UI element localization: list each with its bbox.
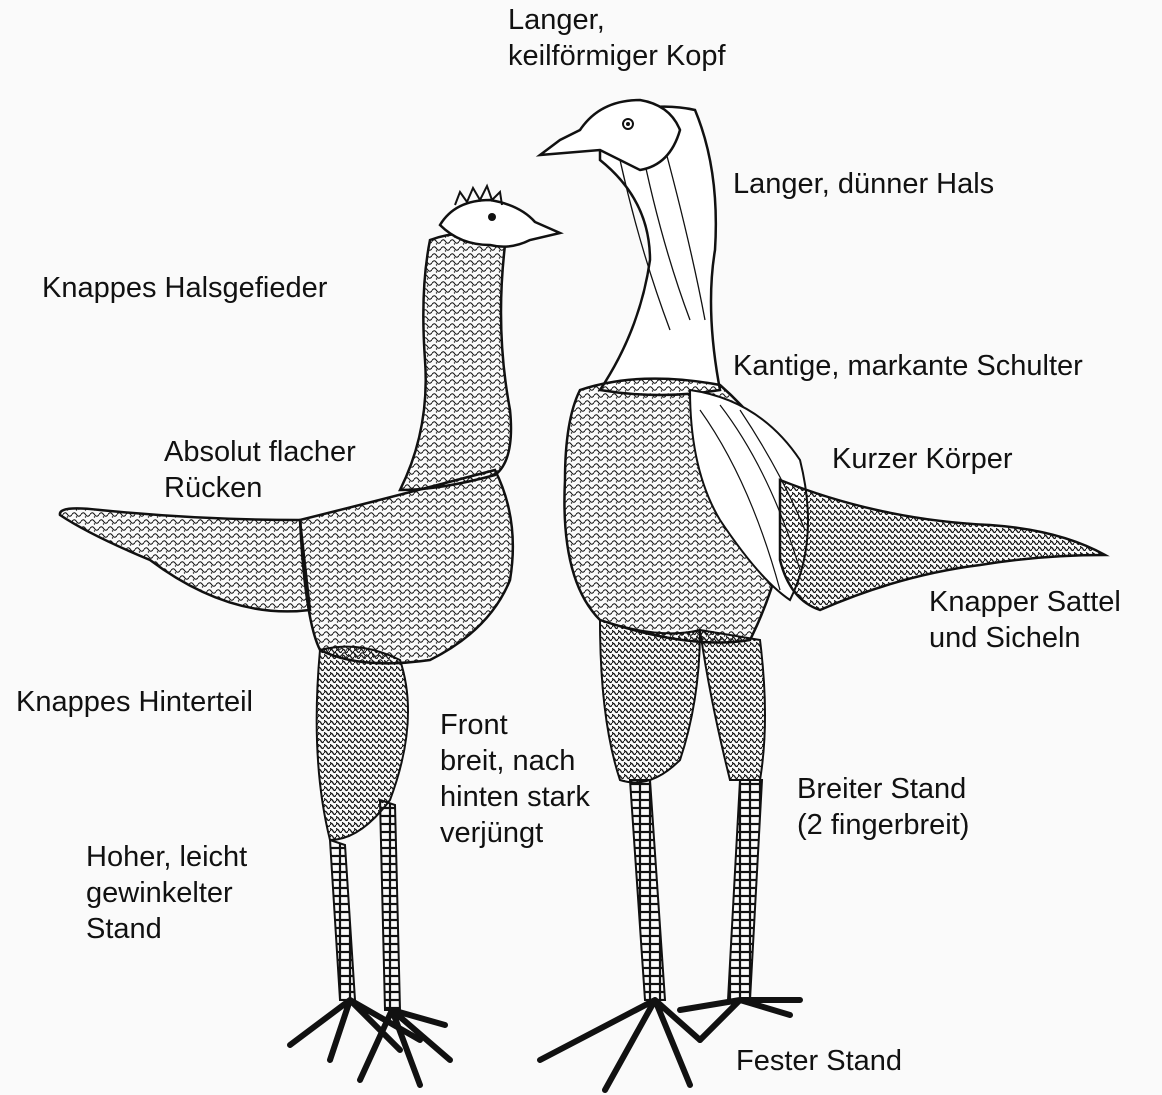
- label-firm-stance: Fester Stand: [736, 1043, 902, 1079]
- right-bird-leg-left: [630, 780, 665, 1000]
- label-body: Kurzer Körper: [832, 441, 1013, 477]
- label-high-stance: Hoher, leicht gewinkelter Stand: [86, 839, 247, 947]
- left-bird-tail: [60, 508, 310, 611]
- right-bird-thigh: [600, 620, 700, 783]
- label-saddle: Knapper Sattel und Sicheln: [929, 584, 1121, 656]
- left-bird-leg-front: [380, 800, 400, 1010]
- label-rear: Knappes Hinterteil: [16, 684, 253, 720]
- label-neck-feathers: Knappes Halsgefieder: [42, 270, 327, 306]
- label-wide-stance: Breiter Stand (2 fingerbreit): [797, 771, 969, 843]
- left-bird: [60, 186, 560, 1085]
- label-shoulder: Kantige, markante Schulter: [733, 348, 1083, 384]
- left-bird-neck: [400, 234, 511, 490]
- right-bird-leg-right: [728, 780, 762, 1000]
- right-bird-foot-left: [540, 1000, 700, 1090]
- label-neck: Langer, dünner Hals: [733, 166, 994, 202]
- label-front: Front breit, nach hinten stark verjüngt: [440, 707, 590, 851]
- right-bird-foot-right: [680, 1000, 800, 1040]
- left-bird-leg-back: [330, 840, 355, 1000]
- label-head: Langer, keilförmiger Kopf: [508, 2, 726, 74]
- label-back: Absolut flacher Rücken: [164, 434, 356, 506]
